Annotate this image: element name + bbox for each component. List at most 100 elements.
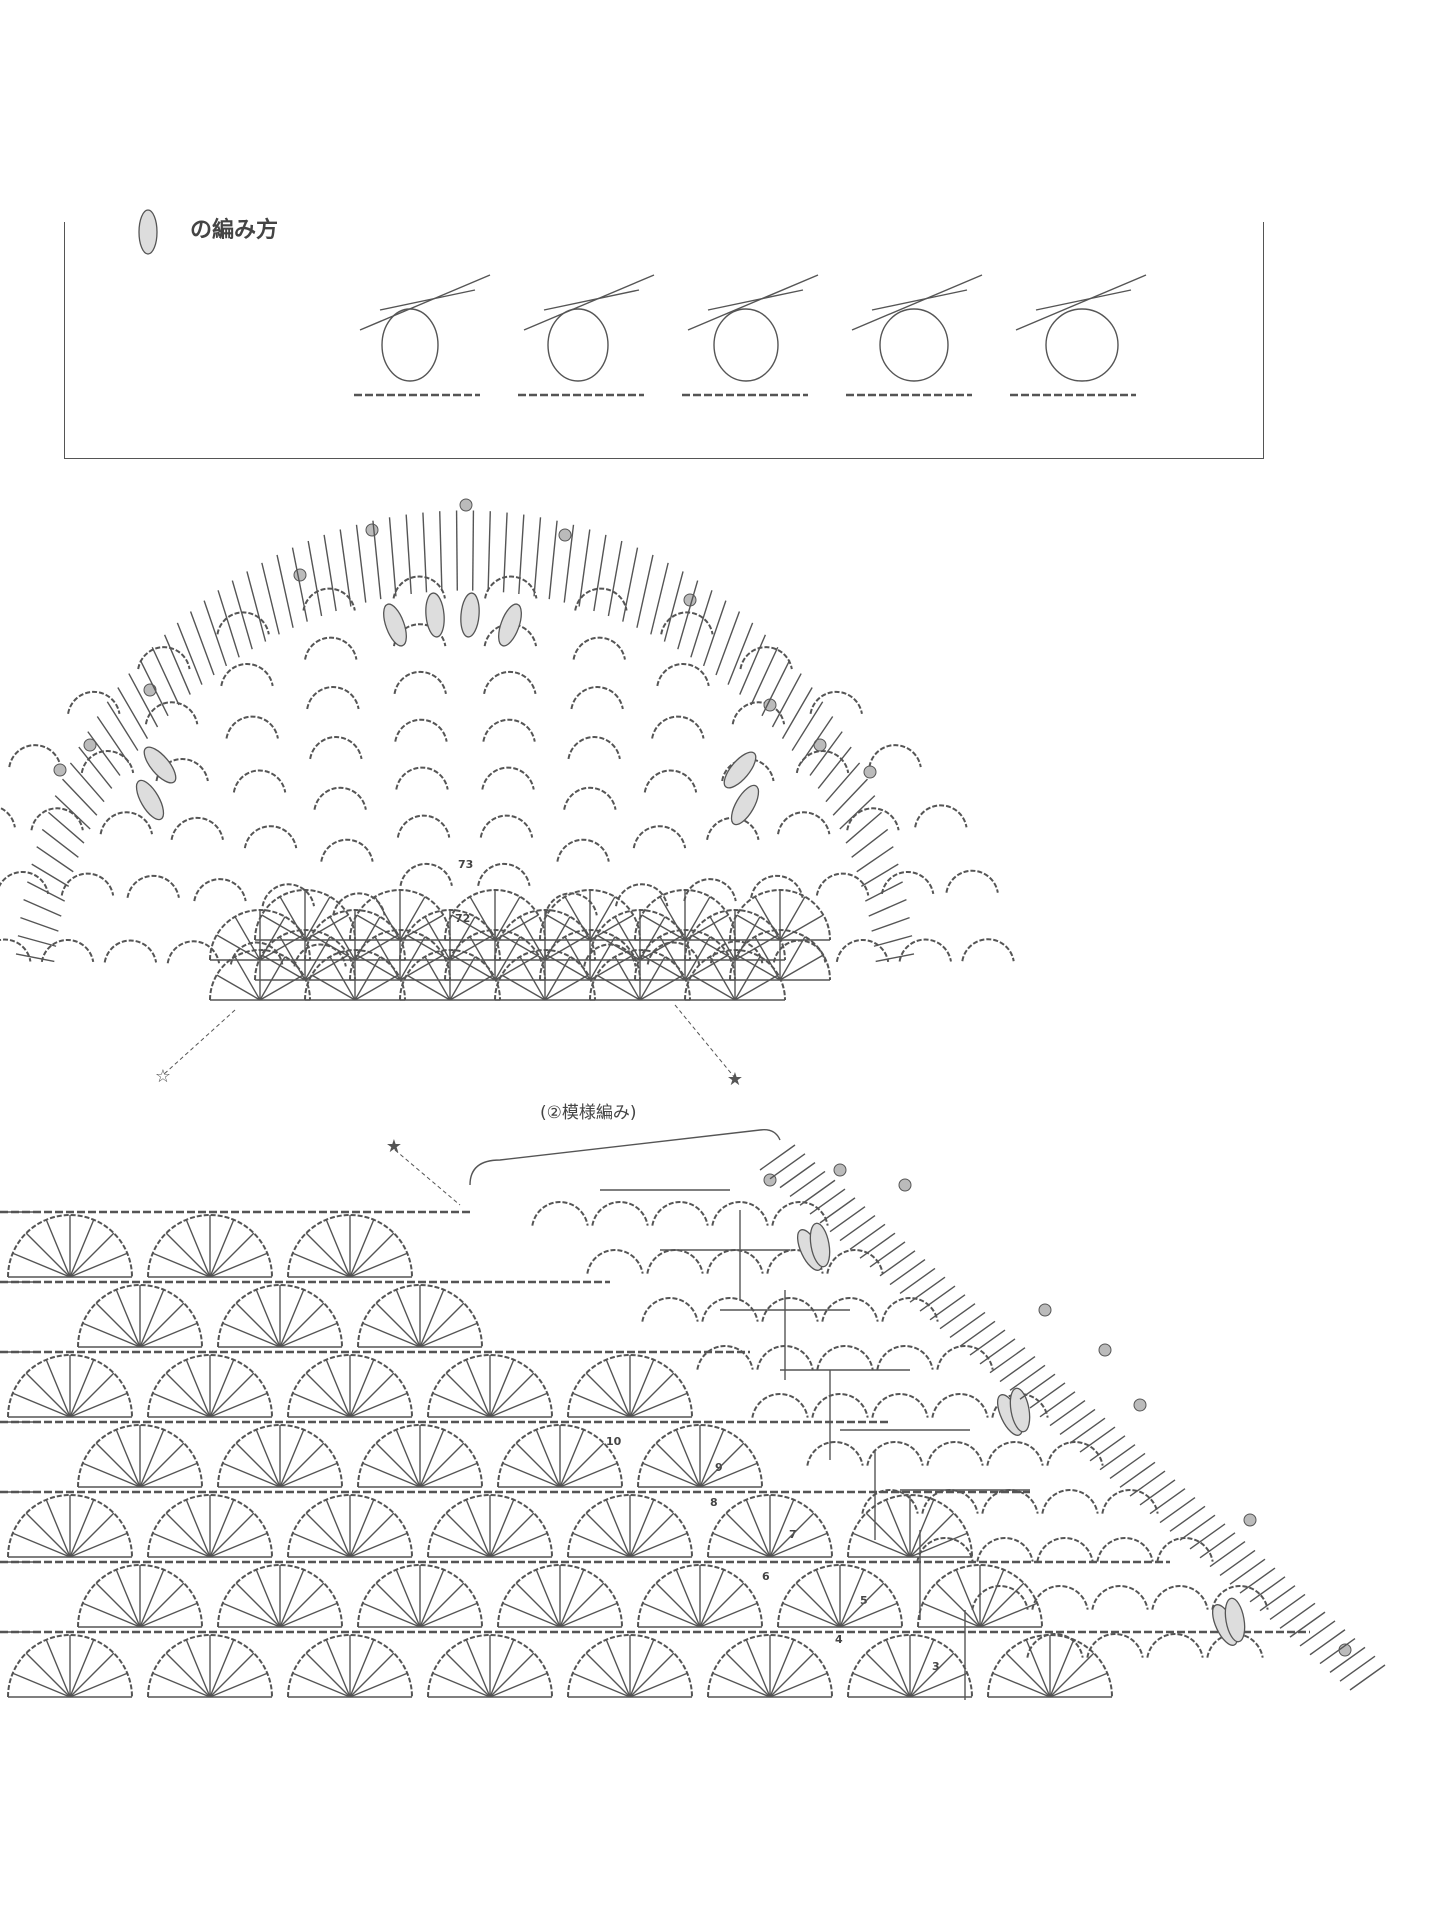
chain-loop: [483, 670, 537, 695]
fan-stitch: [734, 956, 761, 1001]
fan-edge: [634, 889, 736, 941]
fan-stitch: [596, 974, 641, 1001]
puff-stitch: [138, 209, 158, 255]
border-stitch: [789, 1170, 826, 1198]
dotted-guide: [394, 1149, 461, 1206]
border-stitch: [78, 746, 113, 789]
fan-stitch: [779, 896, 806, 941]
chain-loop: [1086, 1632, 1144, 1658]
fan-stitch: [279, 1322, 338, 1348]
fan-stitch: [769, 1499, 795, 1558]
fan-stitch: [451, 954, 496, 981]
border-stitch: [791, 701, 824, 751]
chain-loop: [986, 1440, 1044, 1466]
fan-edge: [147, 1354, 273, 1418]
fan-stitch: [515, 1442, 561, 1488]
chain-loop: [1031, 1584, 1089, 1610]
fan-stitch: [185, 1639, 211, 1698]
fan-stitch: [642, 1462, 701, 1488]
chain-loop: [220, 663, 274, 687]
fan-stitch: [325, 1499, 351, 1558]
picot: [683, 593, 697, 607]
fan-stitch: [605, 1639, 631, 1698]
chain-loop: [126, 874, 180, 898]
fan-stitch: [354, 916, 381, 961]
fan-edge: [357, 1564, 483, 1628]
border-stitch: [151, 646, 180, 706]
border-stitch: [163, 634, 191, 695]
chain-loop: [632, 825, 687, 849]
hook: [1015, 274, 1147, 331]
fan-stitch: [979, 1602, 1038, 1628]
fan-stitch: [375, 1442, 421, 1488]
fan-edge: [707, 1634, 833, 1698]
fan-stitch: [629, 1392, 688, 1418]
chain-loop: [868, 744, 922, 768]
fan-stitch: [419, 1322, 478, 1348]
fan-stitch: [699, 1602, 758, 1628]
border-stitch: [1189, 1523, 1226, 1550]
fan-stitch: [165, 1372, 211, 1418]
fan-stitch: [234, 956, 261, 1001]
fan-edge: [777, 1564, 903, 1628]
fan-stitch: [419, 1602, 478, 1628]
chain-loop: [572, 636, 626, 660]
fan-stitch: [349, 1392, 408, 1418]
border-stitch: [1079, 1426, 1116, 1453]
chain-loop: [60, 872, 115, 896]
fan-stitch: [736, 914, 781, 941]
fan-stitch: [445, 1372, 491, 1418]
fan-stitch: [349, 1232, 395, 1278]
fan-stitch: [736, 954, 781, 981]
fan-stitch: [629, 1532, 688, 1558]
fan-stitch: [139, 1602, 198, 1628]
chain-loop: [916, 1537, 974, 1562]
chain-loop: [771, 1201, 829, 1226]
chain-loop: [651, 715, 705, 739]
fan-stitch: [852, 1532, 911, 1558]
border-stitch: [518, 514, 525, 595]
fan-stitch: [45, 1639, 71, 1698]
section-bracket: [469, 1129, 781, 1186]
chain-loop: [304, 636, 358, 660]
chain-loop: [761, 1297, 819, 1322]
border-stitch: [999, 1355, 1036, 1383]
chain-loop: [656, 663, 710, 687]
fan-stitch: [419, 1429, 445, 1488]
fan-stitch: [469, 896, 496, 941]
chain-loop: [0, 938, 32, 962]
chain-loop: [293, 943, 347, 967]
row-label: 3: [932, 1660, 940, 1673]
chain-loop: [481, 766, 535, 790]
border-stitch: [139, 659, 169, 717]
chain-loop: [229, 941, 284, 965]
chain-loop: [646, 1249, 704, 1274]
fan-edge: [427, 1494, 553, 1558]
border-stitch: [593, 534, 607, 612]
chain-loop: [772, 939, 827, 963]
border-stitch: [27, 881, 66, 902]
chain-loop: [976, 1536, 1034, 1562]
chain-loop: [1211, 1584, 1269, 1610]
puff-stitch: [809, 1222, 831, 1268]
fan-stitch: [216, 974, 261, 1001]
border-stitch: [1109, 1452, 1146, 1480]
fan-stitch: [564, 936, 591, 981]
chain-loop: [701, 1297, 759, 1322]
fan-stitch: [222, 1602, 281, 1628]
fan-stitch: [305, 1232, 351, 1278]
border-stitch: [1349, 1664, 1386, 1691]
border-stitch: [563, 524, 575, 603]
border-stitch: [636, 554, 654, 628]
border-stitch: [261, 562, 280, 635]
fan-stitch: [209, 1652, 255, 1698]
border-stitch: [1239, 1567, 1276, 1594]
chain-loop: [1096, 1536, 1154, 1562]
border-stitch: [607, 540, 623, 617]
fan-stitch: [235, 1302, 281, 1348]
fan-stitch: [769, 1672, 828, 1698]
chain-loop: [1041, 1488, 1099, 1514]
fan-stitch: [712, 1672, 771, 1698]
fan-stitch: [12, 1532, 71, 1558]
fan-stitch: [139, 1569, 165, 1628]
